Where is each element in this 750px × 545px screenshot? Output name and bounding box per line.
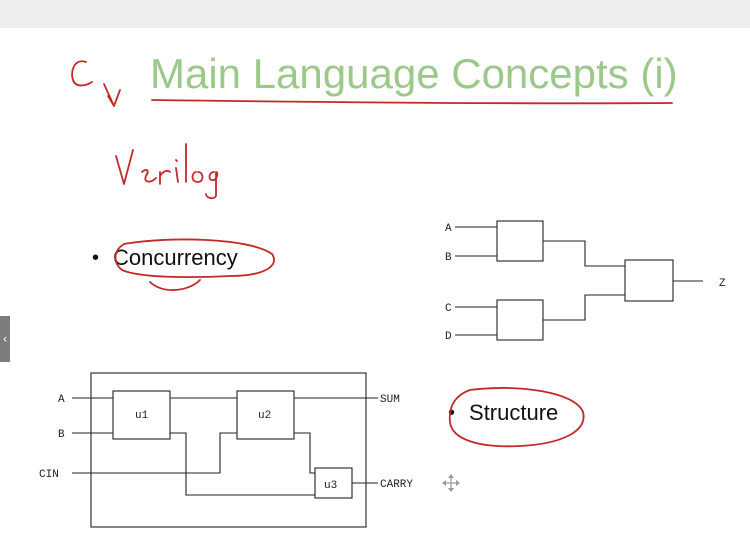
label-carry: CARRY — [380, 479, 413, 491]
wire-g2-g3 — [543, 294, 625, 321]
label-in-a: A — [58, 394, 65, 406]
title-underline — [151, 99, 673, 105]
move-cursor-icon — [442, 474, 460, 492]
concurrency-circle — [114, 238, 275, 278]
wire-u2-u3 — [294, 432, 315, 474]
block-u3 — [314, 467, 353, 499]
label-u3: u3 — [324, 480, 337, 492]
structure-circle — [448, 387, 585, 448]
logic-diagram: A B C D Z — [445, 220, 726, 343]
gate-1 — [496, 220, 544, 262]
gate-2 — [496, 299, 544, 341]
label-b: B — [445, 252, 452, 264]
bullet-concurrency: • Concurrency — [92, 245, 238, 271]
bullet-structure: • Structure — [448, 400, 558, 426]
block-u2 — [236, 390, 295, 440]
wire-g1-g3 — [543, 240, 625, 267]
label-d: D — [445, 331, 452, 343]
bullet-text-structure: Structure — [469, 400, 559, 425]
gate-3 — [624, 259, 674, 302]
label-u2: u2 — [258, 410, 271, 422]
slide-title: Main Language Concepts (i) — [150, 50, 678, 97]
handwritten-verilog — [115, 143, 219, 200]
concurrency-underline — [149, 279, 201, 291]
handwritten-arrow — [103, 83, 121, 107]
handwritten-c — [71, 60, 93, 87]
bullet-marker: • — [448, 401, 456, 424]
label-z: Z — [719, 278, 726, 290]
wire-u1-u3 — [170, 432, 315, 496]
previous-slide-button[interactable]: ‹ — [0, 316, 10, 362]
adder-diagram: A B CIN SUM CARRY u1 u2 u3 — [39, 372, 413, 528]
label-sum: SUM — [380, 394, 400, 406]
label-in-cin: CIN — [39, 469, 59, 481]
label-in-b: B — [58, 429, 65, 441]
wire-in-cin — [72, 432, 237, 474]
bullet-marker: • — [92, 246, 100, 269]
viewer-top-bar — [0, 0, 750, 28]
label-a: A — [445, 223, 452, 235]
handwritten-annotations — [71, 60, 673, 448]
label-c: C — [445, 303, 452, 315]
block-u1 — [112, 390, 171, 440]
label-u1: u1 — [135, 410, 149, 422]
bullet-text-concurrency: Concurrency — [113, 245, 238, 270]
